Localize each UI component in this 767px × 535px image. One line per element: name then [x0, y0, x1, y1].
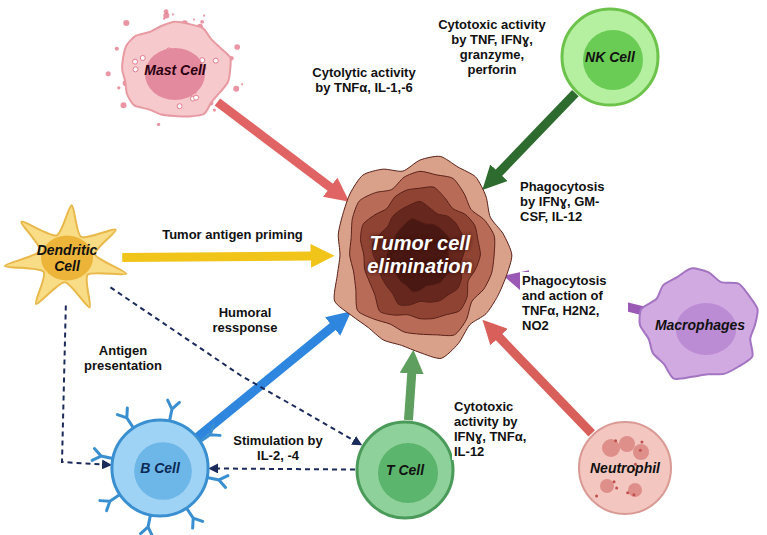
tumor-cell-figure	[334, 156, 512, 358]
edge-label: Antigen presentation	[78, 342, 168, 374]
dendritic-cell: Dendritic Cell	[2, 202, 132, 314]
edge-label: Cytotoxic activity by TNF, IFNɣ, granzym…	[432, 16, 552, 78]
edge-label: Phagocytosis by IFNɣ, GM-CSF, IL-12	[518, 178, 618, 225]
edge-label: Stimulation by IL-2, -4	[228, 432, 328, 464]
cell-name: Dendritic Cell	[27, 242, 108, 274]
edge-label: Tumor antigen priming	[150, 226, 315, 243]
cell-name: T Cell	[386, 462, 424, 478]
nk-cell-figure	[562, 9, 658, 105]
neutrophil-cell-figure	[579, 422, 671, 514]
dendritic-cell-figure	[5, 205, 127, 307]
macrophage-cell-figure	[640, 268, 758, 379]
block-arrow	[198, 326, 334, 437]
nk-cell: NK Cell	[560, 7, 660, 107]
neutrophil-cell: Neutrophil	[577, 420, 673, 516]
block-arrow	[408, 373, 411, 420]
dashed-arrow	[62, 306, 102, 465]
edge-label: Phagocytosis and action of TNFα, H2N2, N…	[520, 272, 628, 334]
cell-name: NK Cell	[585, 49, 635, 65]
cell-name: Mast Cell	[144, 62, 205, 78]
block-arrow	[217, 102, 331, 188]
edge-label: Humoral ressponse	[200, 304, 290, 336]
b-cell-figure	[92, 400, 228, 535]
cell-name: Tumor cell elimination	[355, 232, 485, 278]
t-cell: T Cell	[355, 420, 455, 520]
block-arrow	[122, 256, 311, 258]
cell-name: Neutrophil	[590, 460, 660, 476]
dashed-arrow	[218, 468, 355, 469]
mast-cell: Mast Cell	[100, 5, 250, 135]
mast-cell-figure	[106, 9, 244, 126]
edge-label: Cytolytic activity by TNFα, IL-1,-6	[308, 64, 420, 96]
cell-name: B Cell	[140, 460, 180, 476]
t-cell-figure	[357, 422, 453, 518]
b-cell: B Cell	[95, 403, 225, 533]
block-arrow	[498, 93, 575, 173]
cell-name: Macrophages	[655, 317, 745, 333]
tumor-cell: Tumor cell elimination	[330, 155, 510, 355]
macrophage-cell: Macrophages	[637, 266, 763, 384]
edge-label: Cytotoxic activity by IFNɣ, TNFα, IL-12	[452, 398, 542, 460]
